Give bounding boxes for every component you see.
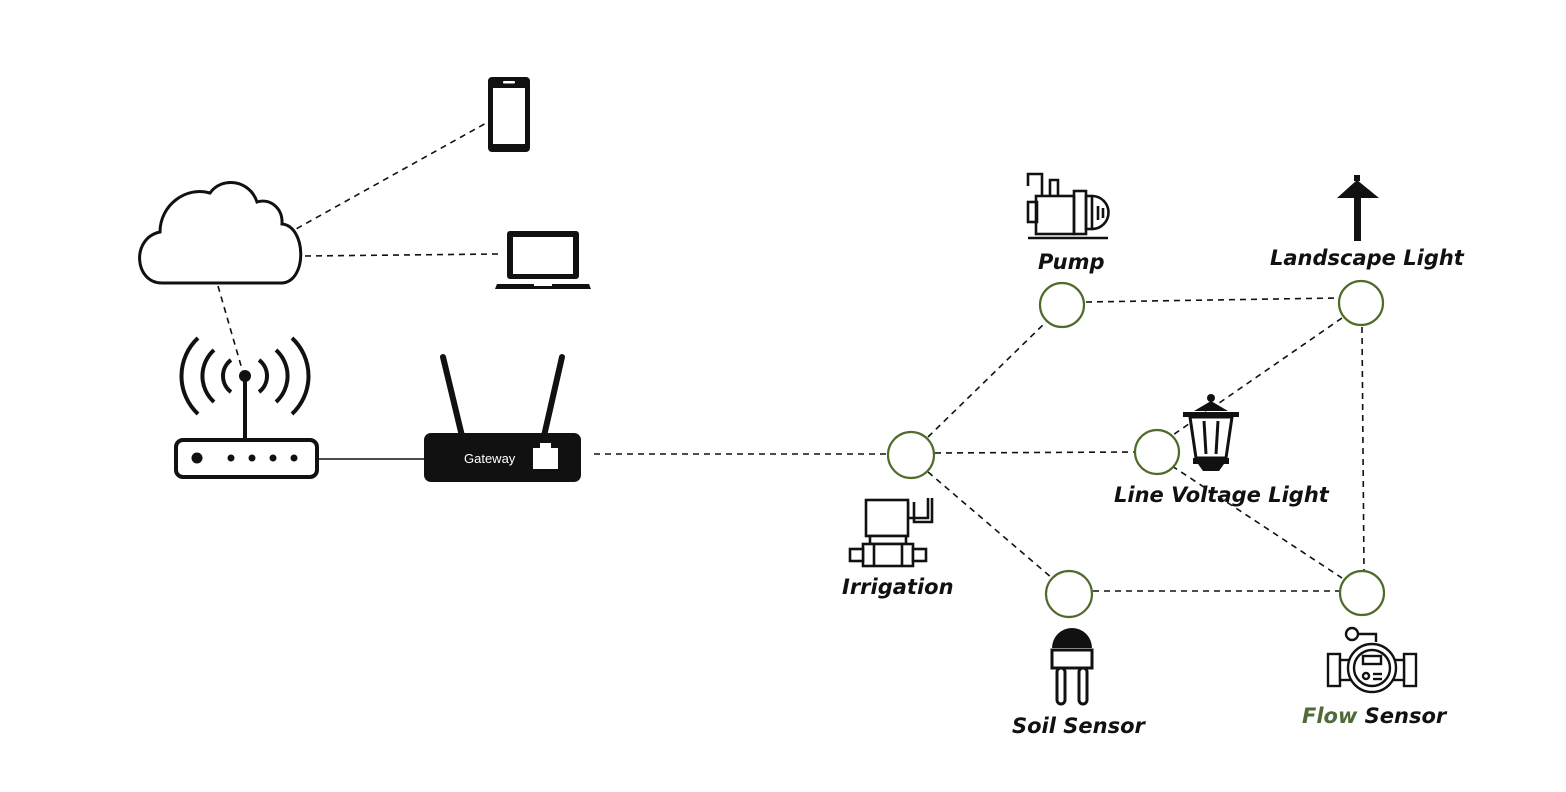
link-irrigation-pump [927, 319, 1049, 438]
link-linevoltage-flow [1171, 465, 1343, 579]
link-landscape-flow [1361, 326, 1365, 572]
link-pump-landscape [1085, 297, 1339, 303]
cloud-icon [138, 181, 303, 285]
link-cloud-phone [286, 121, 489, 235]
lantern-icon [1183, 394, 1239, 471]
line-voltage-light-label: Line Voltage Light [1114, 483, 1330, 507]
gateway-label: Gateway [464, 451, 516, 466]
irrigation-label: Irrigation [842, 575, 954, 599]
node-line-voltage-light [1133, 428, 1181, 476]
pump-icon [1026, 172, 1110, 240]
landscape-light-icon [1337, 175, 1379, 241]
link-cloud-router [217, 285, 245, 377]
node-irrigation [886, 430, 936, 480]
landscape-light-label: Landscape Light [1270, 246, 1465, 270]
gateway-device-icon [424, 354, 581, 482]
link-landscape-linevoltage [1169, 317, 1343, 438]
smartphone-icon [488, 77, 530, 152]
valve-icon [848, 498, 934, 568]
wifi-router-icon [174, 336, 319, 479]
node-soil-sensor [1044, 569, 1094, 619]
link-irrigation-soil [927, 471, 1053, 579]
flow-meter-icon [1326, 626, 1418, 694]
flow-sensor-label-first: Flow [1302, 704, 1358, 728]
flow-sensor-label: Flow Sensor [1302, 704, 1448, 728]
soil-probe-icon [1050, 628, 1094, 706]
node-pump [1038, 281, 1086, 329]
node-flow-sensor [1338, 569, 1386, 617]
soil-sensor-label: Soil Sensor [1012, 714, 1147, 738]
link-cloud-laptop [304, 253, 499, 257]
flow-sensor-label-second: Sensor [1357, 704, 1448, 728]
link-irrigation-linevoltage [934, 451, 1136, 454]
pump-label: Pump [1038, 250, 1105, 274]
node-landscape-light [1337, 279, 1385, 327]
laptop-icon [495, 231, 591, 289]
